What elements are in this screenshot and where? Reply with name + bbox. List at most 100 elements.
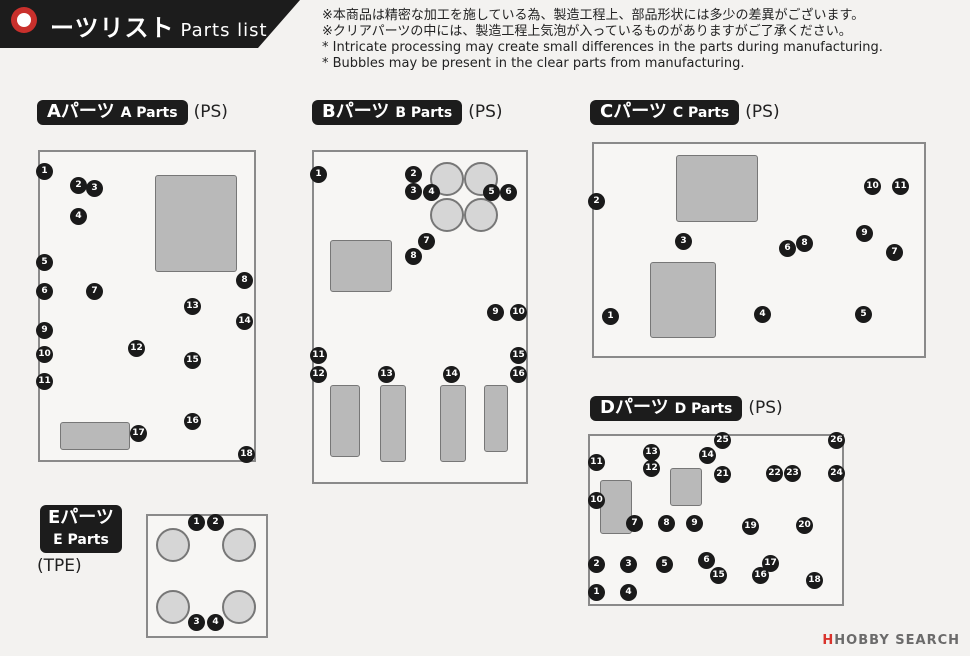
bumper-part <box>60 422 130 450</box>
part-number-badge: 19 <box>742 518 759 535</box>
part-number-badge: 4 <box>620 584 637 601</box>
part-number-badge: 1 <box>188 514 205 531</box>
part-number-badge: 10 <box>588 492 605 509</box>
part-number-badge: 8 <box>658 515 675 532</box>
chassis-part <box>330 240 392 292</box>
side-panel-part <box>380 385 406 462</box>
part-number-badge: 20 <box>796 517 813 534</box>
engine-part <box>670 468 702 506</box>
part-number-badge: 7 <box>418 233 435 250</box>
wheel-part-icon <box>430 198 464 232</box>
part-number-badge: 3 <box>86 180 103 197</box>
part-number-badge: 23 <box>784 465 801 482</box>
part-number-badge: 2 <box>70 177 87 194</box>
part-number-badge: 10 <box>864 178 881 195</box>
part-number-badge: 18 <box>238 446 255 463</box>
runner-frame-c <box>592 142 926 358</box>
part-number-badge: 1 <box>588 584 605 601</box>
part-number-badge: 2 <box>405 166 422 183</box>
part-number-badge: 4 <box>423 184 440 201</box>
tire-part-icon <box>156 590 190 624</box>
part-number-badge: 4 <box>207 614 224 631</box>
part-number-badge: 6 <box>500 184 517 201</box>
part-number-badge: 9 <box>856 225 873 242</box>
side-panel-part <box>330 385 360 457</box>
seat-part <box>650 262 716 338</box>
part-number-badge: 10 <box>36 346 53 363</box>
site-logo-icon <box>11 7 37 33</box>
part-number-badge: 1 <box>602 308 619 325</box>
part-number-badge: 3 <box>188 614 205 631</box>
section-e-header: Eパーツ E Parts <box>40 505 122 553</box>
part-number-badge: 15 <box>184 352 201 369</box>
part-number-badge: 11 <box>892 178 909 195</box>
part-number-badge: 5 <box>855 306 872 323</box>
part-number-badge: 1 <box>36 163 53 180</box>
side-panel-part <box>440 385 466 462</box>
part-number-badge: 10 <box>510 304 527 321</box>
part-number-badge: 13 <box>378 366 395 383</box>
part-number-badge: 3 <box>405 183 422 200</box>
note-line: ※クリアパーツの中には、製造工程上気泡が入っているものがありますがご了承ください… <box>322 24 852 39</box>
part-number-badge: 22 <box>766 465 783 482</box>
tire-part-icon <box>156 528 190 562</box>
tire-part-icon <box>222 590 256 624</box>
part-number-badge: 14 <box>699 447 716 464</box>
part-number-badge: 8 <box>405 248 422 265</box>
part-number-badge: 3 <box>620 556 637 573</box>
part-number-badge: 9 <box>487 304 504 321</box>
part-number-badge: 13 <box>643 444 660 461</box>
side-panel-part <box>484 385 508 452</box>
note-line: ※本商品は精密な加工を施している為、製造工程上、部品形状には多少の差異がございま… <box>322 8 865 23</box>
part-number-badge: 7 <box>626 515 643 532</box>
note-line: * Bubbles may be present in the clear pa… <box>322 56 745 71</box>
part-number-badge: 15 <box>510 347 527 364</box>
part-number-badge: 5 <box>483 184 500 201</box>
part-number-badge: 11 <box>588 454 605 471</box>
part-number-badge: 9 <box>36 322 53 339</box>
part-number-badge: 5 <box>36 254 53 271</box>
tire-part-icon <box>222 528 256 562</box>
part-number-badge: 21 <box>714 466 731 483</box>
part-number-badge: 16 <box>184 413 201 430</box>
part-number-badge: 14 <box>236 313 253 330</box>
body-part <box>155 175 237 272</box>
part-number-badge: 4 <box>754 306 771 323</box>
part-number-badge: 24 <box>828 465 845 482</box>
part-number-badge: 12 <box>643 460 660 477</box>
part-number-badge: 13 <box>184 298 201 315</box>
part-number-badge: 6 <box>779 240 796 257</box>
hobby-search-watermark: HHOBBY SEARCH <box>822 633 960 648</box>
part-number-badge: 1 <box>310 166 327 183</box>
part-number-badge: 2 <box>207 514 224 531</box>
manufacturing-notes: ※本商品は精密な加工を施している為、製造工程上、部品形状には多少の差異がございま… <box>322 8 883 72</box>
part-number-badge: 3 <box>675 233 692 250</box>
part-number-badge: 2 <box>588 556 605 573</box>
part-number-badge: 12 <box>128 340 145 357</box>
part-number-badge: 14 <box>443 366 460 383</box>
part-number-badge: 2 <box>588 193 605 210</box>
part-number-badge: 7 <box>86 283 103 300</box>
part-number-badge: 11 <box>36 373 53 390</box>
part-number-badge: 9 <box>686 515 703 532</box>
part-number-badge: 16 <box>510 366 527 383</box>
part-number-badge: 8 <box>796 235 813 252</box>
hood-part <box>676 155 758 222</box>
part-number-badge: 5 <box>656 556 673 573</box>
part-number-badge: 18 <box>806 572 823 589</box>
wheel-part-icon <box>464 198 498 232</box>
part-number-badge: 17 <box>130 425 147 442</box>
part-number-badge: 7 <box>886 244 903 261</box>
part-number-badge: 12 <box>310 366 327 383</box>
part-number-badge: 4 <box>70 208 87 225</box>
note-line: * Intricate processing may create small … <box>322 40 883 55</box>
section-e-material: (TPE) <box>37 556 82 576</box>
part-number-badge: 25 <box>714 432 731 449</box>
part-number-badge: 6 <box>698 552 715 569</box>
part-number-badge: 11 <box>310 347 327 364</box>
